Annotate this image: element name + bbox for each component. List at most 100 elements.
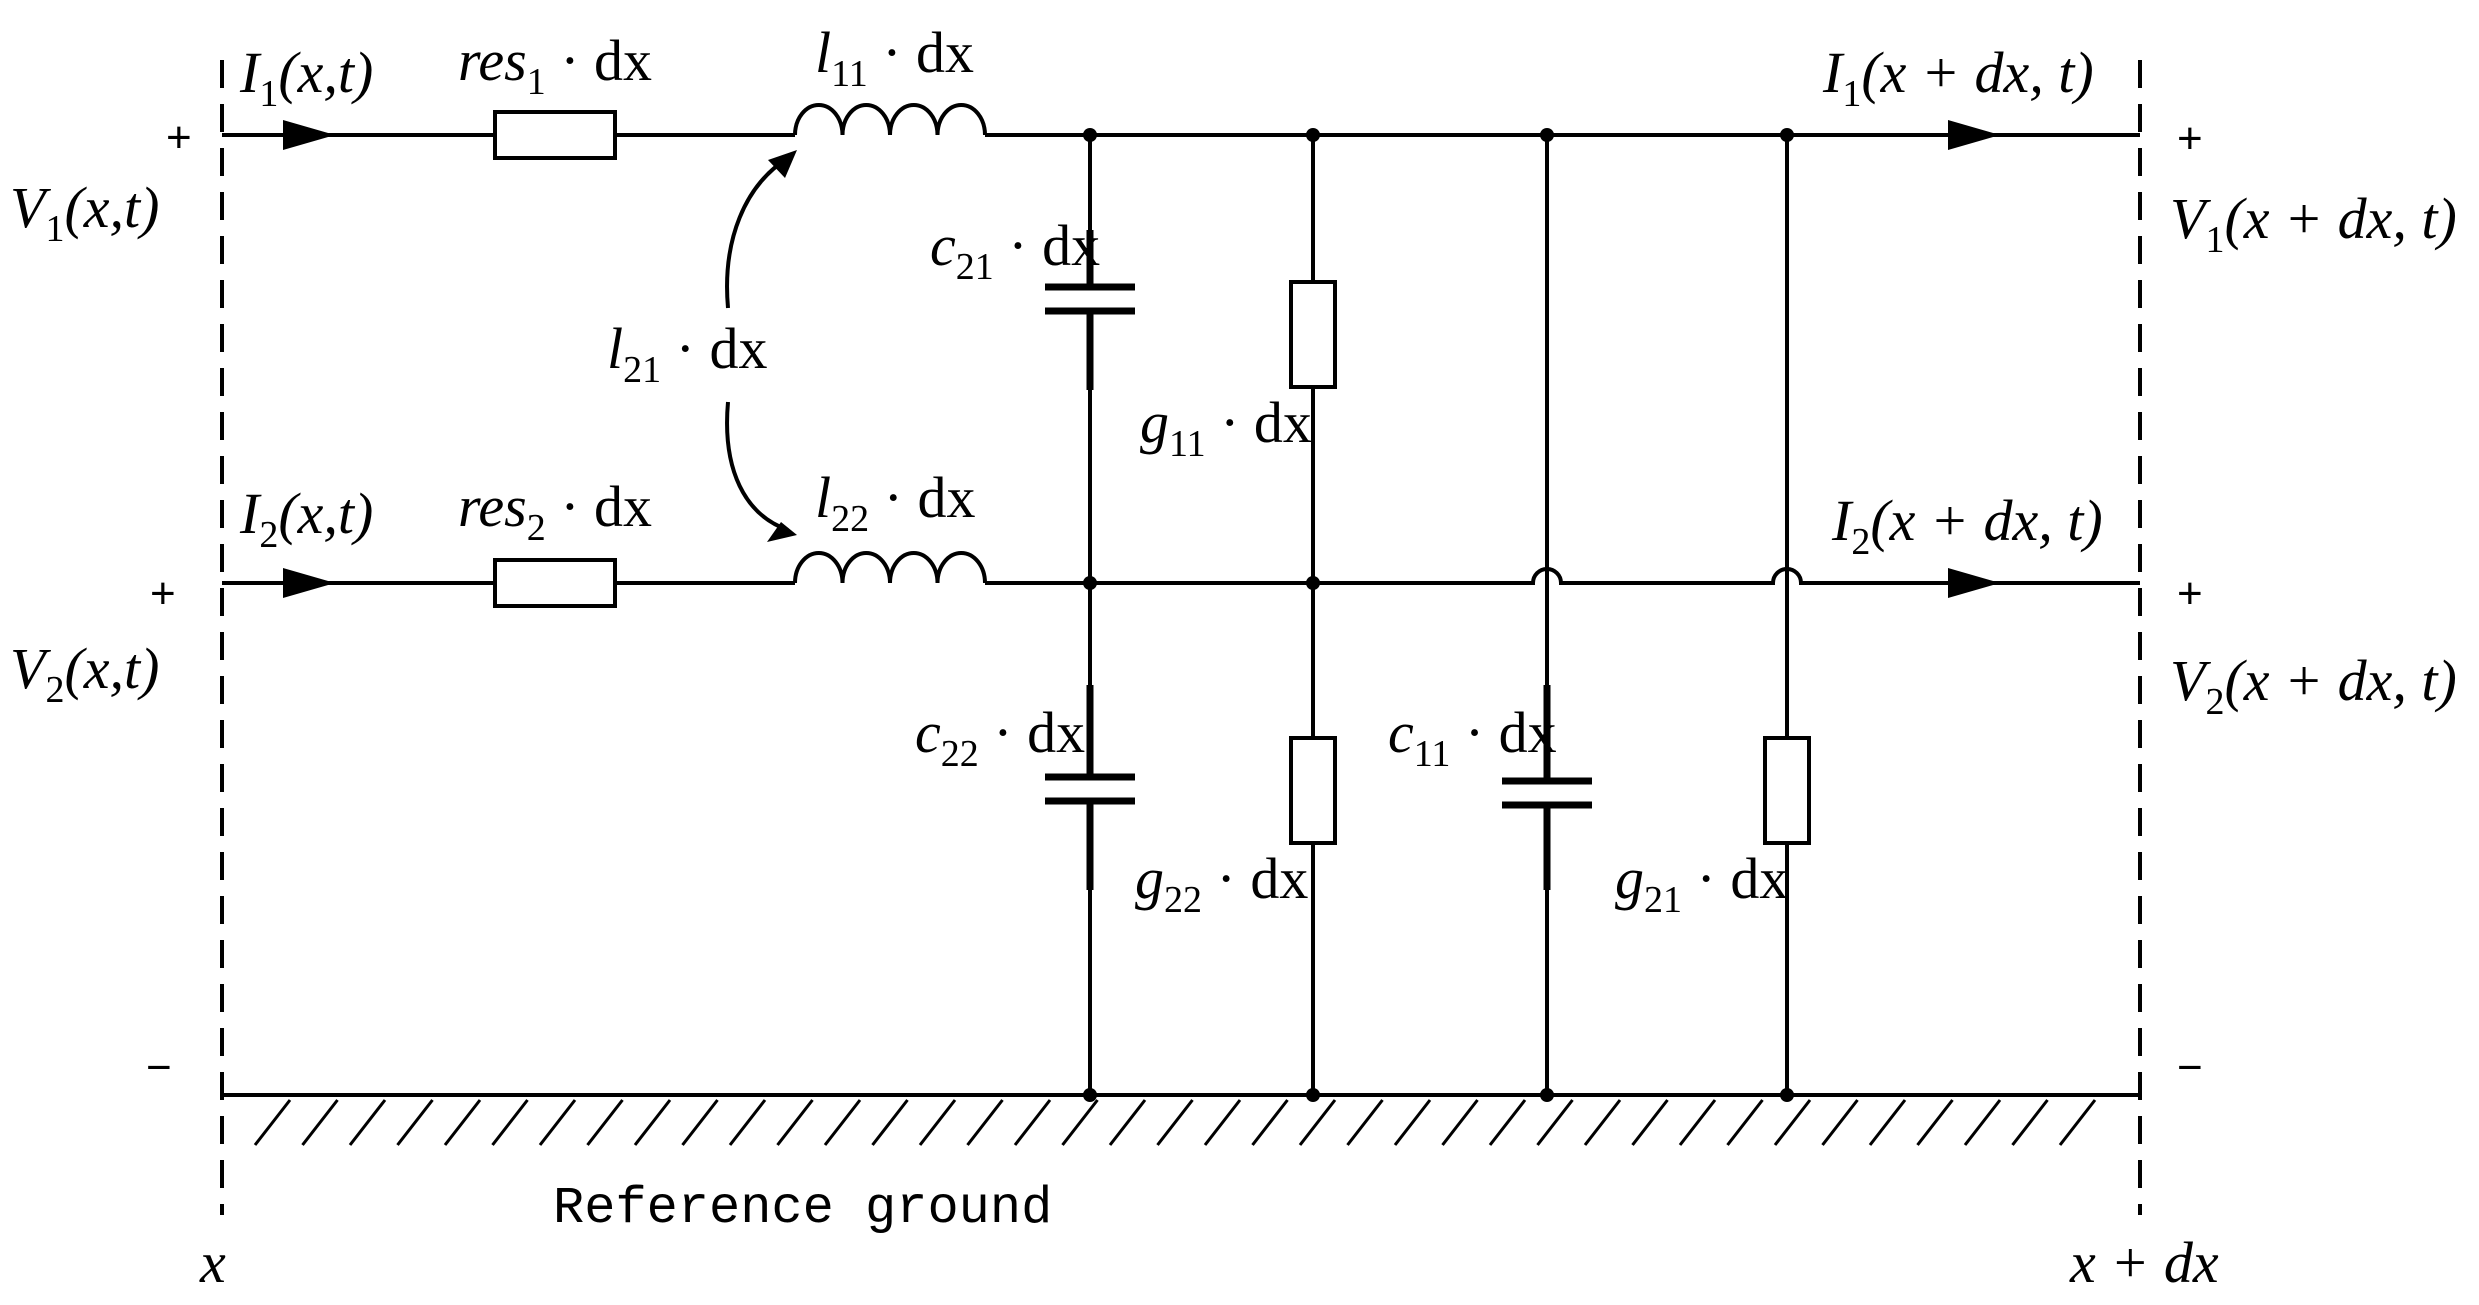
i2-in-sub: 2 (259, 514, 278, 556)
svg-text:g22 · dx: g22 · dx (1135, 846, 1308, 921)
svg-text:g21 · dx: g21 · dx (1615, 846, 1788, 921)
l11-sub: 11 (831, 53, 868, 95)
i2-out-args: (x + dx, t) (1870, 488, 2102, 553)
ground-hatch-mark (1298, 1099, 1337, 1146)
i1-in-sub: 1 (259, 73, 278, 115)
ground-hatch-mark (776, 1099, 814, 1146)
v2-in-sub: 2 (45, 669, 64, 711)
v1-in-args: (x,t) (64, 175, 159, 240)
i1-in-args: (x,t) (278, 40, 373, 105)
ground-hatch-mark (1868, 1099, 1907, 1146)
svg-text:V2(x,t): V2(x,t) (10, 636, 159, 711)
c22-suffix: · dx (979, 700, 1085, 765)
ground-hatch-mark (1963, 1099, 2002, 1146)
v1-out-args: (x + dx, t) (2224, 186, 2456, 251)
ground-hatch-mark (443, 1099, 482, 1146)
junction-dot (1780, 1088, 1794, 1102)
i1-in-name: I (239, 40, 262, 105)
svg-text:l21 · dx: l21 · dx (607, 316, 767, 391)
v1-in-name: V (10, 175, 52, 240)
l21-name: l (607, 316, 623, 381)
g21-suffix: · dx (1682, 846, 1788, 911)
l11-suffix: · dx (868, 20, 974, 85)
g11-suffix: · dx (1206, 390, 1312, 455)
mutual-arrow-lower (725, 401, 789, 532)
g22-sub: 22 (1164, 879, 1202, 921)
ground-hatch-mark (1108, 1099, 1147, 1146)
l22-sub: 22 (831, 498, 869, 540)
svg-text:V2(x + dx, t): V2(x + dx, t) (2170, 648, 2457, 723)
l21-suffix: · dx (661, 316, 767, 381)
reference-ground-label: Reference ground (553, 1179, 1052, 1238)
ground-hatch-mark (681, 1099, 719, 1146)
junction-dot (1083, 128, 1097, 142)
l22-suffix: · dx (869, 465, 975, 530)
g21-name: g (1615, 846, 1644, 911)
ground-hatch-mark (1536, 1099, 1574, 1146)
conductor-2-wire (222, 567, 2140, 585)
mutual-arrowhead-lower (767, 522, 797, 542)
svg-text:I1(x + dx, t): I1(x + dx, t) (1822, 40, 2094, 115)
ground-hatch-mark (586, 1099, 624, 1146)
svg-text:I2(x + dx, t): I2(x + dx, t) (1831, 488, 2103, 563)
ground-hatch-mark (1726, 1099, 1764, 1146)
junction-dot (1306, 1088, 1320, 1102)
ground-hatch-mark (1156, 1099, 1194, 1146)
ground-hatch-mark (538, 1099, 577, 1146)
resistor-res2 (493, 558, 617, 608)
conductance-g22 (1289, 736, 1337, 845)
conductance-g21 (1763, 736, 1811, 845)
ground-hatch-mark (1821, 1099, 1859, 1146)
current-arrow-i2-in (283, 568, 335, 598)
svg-text:res1 · dx: res1 · dx (458, 28, 652, 103)
ground-hatch-mark (823, 1099, 862, 1146)
v2-in-args: (x,t) (64, 636, 159, 701)
svg-text:g11 · dx: g11 · dx (1140, 390, 1312, 465)
x-position-right: x + dx (2069, 1230, 2219, 1295)
ground-hatch-mark (1631, 1099, 1669, 1146)
res2-sub: 2 (527, 507, 546, 549)
l11-name: l (815, 20, 831, 85)
svg-text:V1(x,t): V1(x,t) (10, 175, 159, 250)
junction-dot (1540, 128, 1554, 142)
ground-hatch-mark (2058, 1099, 2097, 1146)
current-arrow-i1-out (1948, 120, 2000, 150)
i1-out-name: I (1822, 40, 1845, 105)
current-arrow-i2-out (1948, 568, 2000, 598)
ground-hatch-mark (918, 1099, 957, 1146)
inductor-l11 (793, 103, 987, 136)
res1-sub: 1 (527, 61, 546, 103)
plus-sign-v2-out: + (2177, 569, 2203, 618)
c22-name: c (915, 700, 941, 765)
g21-sub: 21 (1644, 879, 1682, 921)
svg-text:c21 · dx: c21 · dx (930, 213, 1100, 288)
ground-hatch-mark (348, 1099, 387, 1146)
i1-out-args: (x + dx, t) (1861, 40, 2093, 105)
ground-hatch-mark (2011, 1099, 2049, 1146)
mutual-arrow-upper (725, 156, 790, 309)
i2-in-args: (x,t) (278, 481, 373, 546)
ground-hatch-mark (1441, 1099, 1479, 1146)
i2-in-name: I (239, 481, 262, 546)
svg-text:res2 · dx: res2 · dx (458, 474, 652, 549)
v2-out-name: V (2170, 648, 2212, 713)
v1-out-name: V (2170, 186, 2212, 251)
ground-hatch-mark (396, 1099, 434, 1146)
svg-text:l22 · dx: l22 · dx (815, 465, 975, 540)
i1-out-sub: 1 (1842, 73, 1861, 115)
v2-in-name: V (10, 636, 52, 701)
junction-dot (1083, 1088, 1097, 1102)
mutual-arrowhead-upper (768, 150, 797, 178)
g11-name: g (1140, 390, 1169, 455)
x-position-left: x (199, 1230, 226, 1295)
conductance-g11 (1289, 280, 1337, 389)
v1-in-sub: 1 (45, 208, 64, 250)
junction-dot (1780, 128, 1794, 142)
plus-sign-v2-in: + (150, 569, 176, 618)
plus-sign-v1-out: + (2177, 114, 2203, 163)
junction-dot (1306, 576, 1320, 590)
resistor-res1 (493, 110, 617, 160)
v2-out-sub: 2 (2205, 681, 2224, 723)
svg-text:I2(x,t): I2(x,t) (239, 481, 373, 556)
